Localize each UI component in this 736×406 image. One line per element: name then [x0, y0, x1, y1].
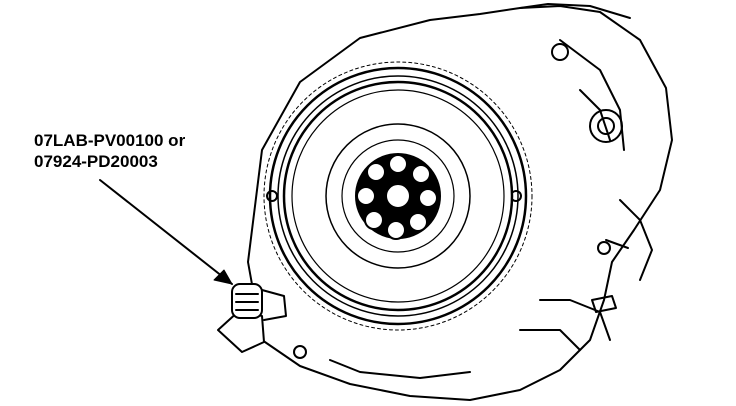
flywheel-holder-tool: [217, 283, 287, 353]
part-number-line-1: 07LAB-PV00100 or: [34, 131, 186, 150]
part-number-line-2: 07924-PD20003: [34, 152, 158, 171]
flywheel-center-hub: [355, 153, 441, 240]
housing-bolts: [266, 43, 623, 359]
engine-block-outline: [247, 3, 673, 401]
part-number-callout: 07LAB-PV00100 or 07924-PD20003: [34, 130, 185, 172]
leader-arrow: [99, 179, 233, 285]
ring-gear-teeth: [263, 61, 533, 331]
